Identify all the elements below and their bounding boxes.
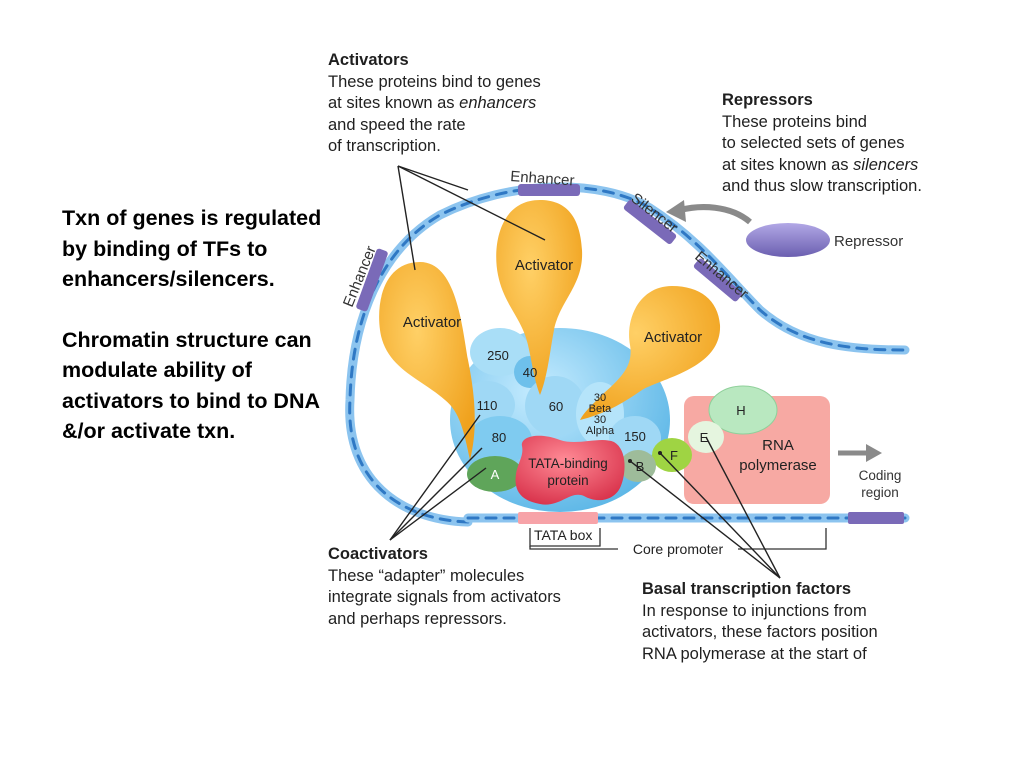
repressors-title: Repressors [722,91,813,109]
tbp-label-1: TATA-binding [528,456,608,471]
activator-top-label: Activator [515,257,573,274]
factor-a [467,456,523,492]
repressors-line-3b: silencers [853,155,919,174]
activators-line-2: at sites known as enhancers [328,93,541,115]
basal-factors-title: Basal transcription factors [642,580,852,598]
core-promoter-label: Core promoter [633,541,724,557]
basal-factors-line-2: activators, these factors position [642,623,878,641]
repressors-caption: Repressors These proteins bind to select… [722,90,922,198]
repressor-arrow [679,204,752,225]
activators-line-1: These proteins bind to genes [328,72,541,91]
activator-left-label: Activator [403,314,461,331]
activators-line-3: and speed the rate [328,115,466,134]
rna-polymerase-label-2: polymerase [739,457,817,474]
repressors-line-1: These proteins bind [722,112,867,131]
activator-top [496,200,583,395]
activators-line-2a: at sites known as [328,94,460,112]
silencer-segment [623,200,677,244]
coding-arrowhead [866,444,882,462]
basal-factors-line-1: In response to injunctions from [642,601,867,620]
coactivators-line-3: and perhaps repressors. [328,609,507,628]
enhancer-right-segment [693,258,743,302]
coactivator-250-label: 250 [487,348,509,363]
coactivator-30beta-word: Beta [589,403,613,415]
coactivator-30alpha-word: Alpha [586,425,615,437]
repressor-arrowhead [666,200,686,222]
core-promoter-bracket [529,528,827,550]
enhancer-top-label: Enhancer [510,168,575,189]
pointer-lines [389,165,781,579]
coactivator-30beta-num: 30 [594,392,606,404]
tata-binding-protein [515,435,625,505]
basal-factors-caption: Basal transcription factors In response … [642,579,878,665]
coactivator-150-label: 150 [624,429,646,444]
side-note-1: Txn of genes is regulated by binding of … [62,206,322,291]
factor-b-label: B [636,459,645,474]
coactivator-40-label: 40 [523,365,537,380]
coactivators-title: Coactivators [328,545,428,563]
enhancer-top-segment [518,184,580,196]
factor-f [652,438,692,472]
repressors-line-2: to selected sets of genes [722,134,905,152]
coactivators-caption: Coactivators These “adapter” molecules i… [328,544,561,630]
coding-region-label-2: region [861,485,899,500]
coactivators-line-1: These “adapter” molecules [328,566,525,585]
activators-line-2b: enhancers [459,94,537,112]
repressors-line-3a: at sites known as [722,155,854,174]
coactivator-110-label: 110 [477,398,498,413]
activators-line-4: of transcription. [328,137,441,155]
coactivator-30alpha-num: 30 [594,414,606,426]
tbp-label-2: protein [547,473,588,488]
side-note-2: Chromatin structure can modulate ability… [62,327,320,444]
activator-left [379,262,475,460]
factor-e-label: E [700,430,709,445]
repressors-line-4: and thus slow transcription. [722,177,922,195]
basal-factors-line-3: RNA polymerase at the start of [642,644,867,663]
coactivator-80-label: 80 [492,430,506,445]
factor-a-label: A [491,467,500,482]
factor-h [708,385,778,435]
coding-region-label-1: Coding [859,468,902,483]
coding-segment [848,512,904,524]
tata-box-bracket [529,528,601,547]
enhancer-left-segment [356,248,388,312]
activators-title: Activators [328,51,409,69]
factor-f-label: F [670,448,678,463]
repressor-label: Repressor [834,233,903,250]
tata-box-label: TATA box [534,527,592,543]
factor-h-label: H [736,403,745,418]
repressors-line-3: at sites known as silencers [722,155,922,177]
coactivators-line-2: integrate signals from activators [328,588,561,606]
tata-box-segment [518,512,598,524]
rna-polymerase-label-1: RNA [762,437,794,454]
coactivator-60-label: 60 [549,399,563,414]
side-notes: Txn of genes is regulated by binding of … [62,203,327,447]
repressor-protein [746,223,830,257]
activator-right [580,286,721,420]
activator-right-label: Activator [644,329,702,346]
activators-caption: Activators These proteins bind to genes … [328,50,541,158]
